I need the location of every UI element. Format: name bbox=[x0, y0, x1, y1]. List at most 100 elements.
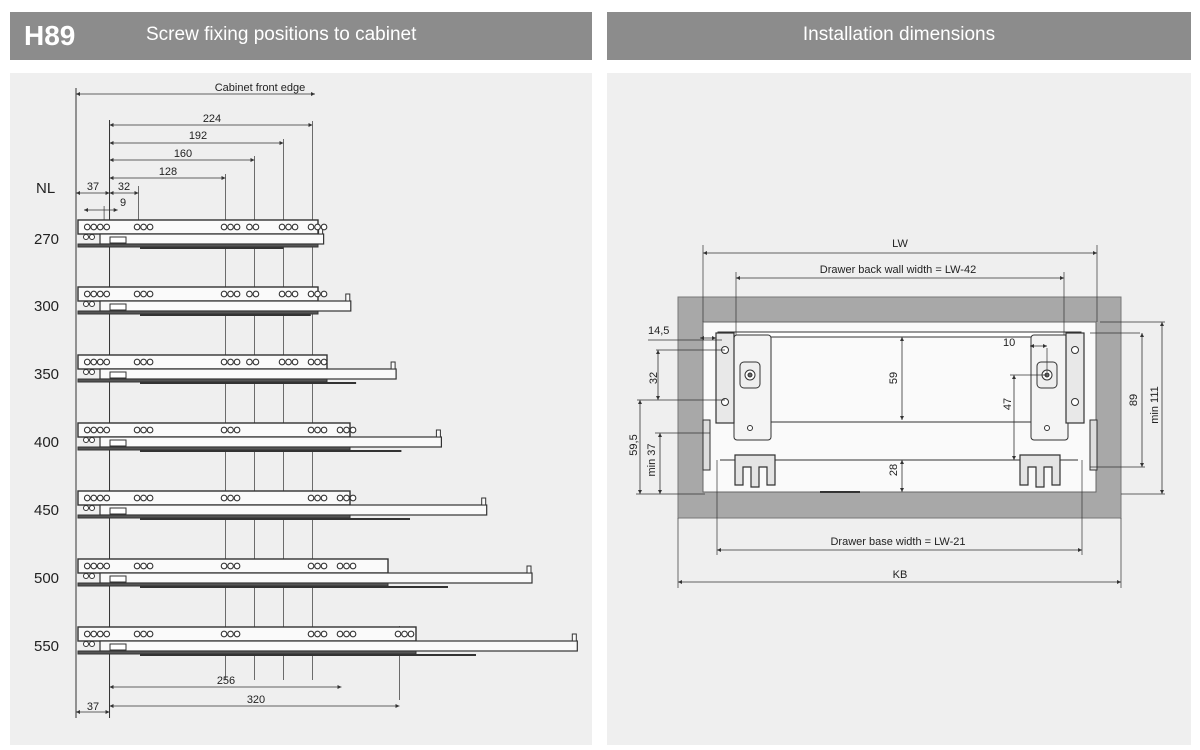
screw-hole bbox=[227, 494, 234, 502]
screw-hole bbox=[307, 562, 315, 570]
screw-hole bbox=[90, 290, 98, 298]
locking-device-left bbox=[734, 454, 776, 488]
dim-28: 28 bbox=[888, 464, 900, 476]
screw-hole bbox=[96, 426, 104, 434]
screw-hole bbox=[320, 426, 328, 434]
dim-192: 192 bbox=[189, 130, 207, 142]
screw-hole bbox=[278, 290, 286, 298]
runner-stop bbox=[526, 565, 532, 574]
screw-hole bbox=[83, 369, 89, 375]
screw-hole bbox=[227, 223, 234, 231]
drawer-side-right bbox=[1065, 332, 1085, 424]
side-screw-right bbox=[1071, 398, 1079, 406]
screw-hole bbox=[336, 630, 344, 638]
screw-hole bbox=[133, 562, 141, 570]
screw-hole bbox=[246, 358, 253, 366]
dim-47: 47 bbox=[1002, 398, 1014, 410]
screw-hole bbox=[133, 494, 141, 502]
runner-profile-left bbox=[702, 419, 711, 471]
screw-hole bbox=[89, 437, 95, 443]
screw-hole bbox=[140, 223, 147, 231]
screw-hole bbox=[233, 494, 241, 502]
runner-clip bbox=[109, 575, 127, 583]
nominal-length-label: 500 bbox=[34, 570, 59, 587]
screw-hole bbox=[307, 426, 315, 434]
screw-hole bbox=[307, 494, 315, 502]
screw-hole bbox=[140, 426, 147, 434]
screw-hole bbox=[146, 562, 154, 570]
screw-hole bbox=[314, 290, 321, 298]
screw-hole bbox=[83, 630, 91, 638]
runner-profile-right bbox=[1089, 419, 1098, 471]
runner-bottom-profile bbox=[77, 378, 328, 383]
screw-hole bbox=[336, 494, 344, 502]
nl-label: NL bbox=[36, 180, 55, 197]
bracket-hole-left bbox=[747, 425, 753, 431]
screw-hole bbox=[140, 562, 147, 570]
screw-hole bbox=[83, 301, 89, 307]
screw-hole bbox=[96, 290, 104, 298]
screw-hole bbox=[307, 358, 315, 366]
screw-hole bbox=[307, 223, 315, 231]
screw-hole bbox=[320, 630, 328, 638]
screw-hole bbox=[83, 426, 91, 434]
screw-hole bbox=[89, 234, 95, 240]
screw-hole bbox=[227, 426, 234, 434]
screw-hole bbox=[83, 494, 91, 502]
screw-hole bbox=[291, 358, 299, 366]
screw-hole bbox=[83, 290, 91, 298]
screw-hole bbox=[401, 630, 408, 638]
screw-hole bbox=[349, 562, 357, 570]
screw-hole bbox=[307, 630, 315, 638]
screw-hole bbox=[133, 223, 141, 231]
dim-32: 32 bbox=[118, 181, 130, 193]
screw-hole bbox=[233, 290, 241, 298]
screw-hole bbox=[227, 562, 234, 570]
runner-clip bbox=[109, 507, 127, 515]
screw-hole bbox=[252, 223, 260, 231]
screw-hole bbox=[285, 223, 292, 231]
screw-hole bbox=[343, 630, 350, 638]
screw-hole bbox=[227, 358, 234, 366]
runner-450 bbox=[77, 490, 488, 520]
screw-hole bbox=[90, 426, 98, 434]
side-screw-left bbox=[721, 398, 729, 406]
screw-hole bbox=[133, 358, 141, 366]
screw-hole bbox=[220, 630, 228, 638]
dim-59: 59 bbox=[888, 372, 900, 384]
screw-hole bbox=[83, 234, 89, 240]
screw-hole bbox=[343, 494, 350, 502]
screw-hole bbox=[246, 223, 253, 231]
dim-10: 10 bbox=[1003, 337, 1015, 349]
screw-hole bbox=[89, 505, 95, 511]
screw-hole bbox=[278, 223, 286, 231]
screw-hole bbox=[140, 494, 147, 502]
screw-hole bbox=[320, 562, 328, 570]
screw-hole bbox=[246, 290, 253, 298]
screw-hole bbox=[320, 290, 328, 298]
screw-hole bbox=[103, 290, 111, 298]
lw-label: LW bbox=[892, 238, 908, 250]
screw-hole bbox=[220, 358, 228, 366]
screw-hole bbox=[103, 426, 111, 434]
screw-hole bbox=[343, 562, 350, 570]
screw-hole bbox=[146, 426, 154, 434]
runner-stop bbox=[481, 497, 487, 506]
drawer-top-edge bbox=[717, 331, 1082, 338]
runner-rail bbox=[99, 640, 578, 652]
nominal-length-label: 350 bbox=[34, 366, 59, 383]
screw-hole bbox=[314, 630, 321, 638]
screw-hole bbox=[233, 562, 241, 570]
screw-hole bbox=[83, 562, 91, 570]
runner-bottom-profile bbox=[77, 310, 319, 315]
dim-224: 224 bbox=[203, 113, 221, 125]
runner-500 bbox=[77, 558, 533, 588]
drawer-side-left bbox=[715, 332, 735, 424]
screw-hole bbox=[90, 358, 98, 366]
runner-rail bbox=[99, 233, 325, 245]
dim-37-bottom: 37 bbox=[87, 701, 99, 713]
runner-550 bbox=[77, 626, 578, 656]
screw-hole bbox=[291, 223, 299, 231]
screw-hole bbox=[103, 358, 111, 366]
screw-hole bbox=[336, 426, 344, 434]
